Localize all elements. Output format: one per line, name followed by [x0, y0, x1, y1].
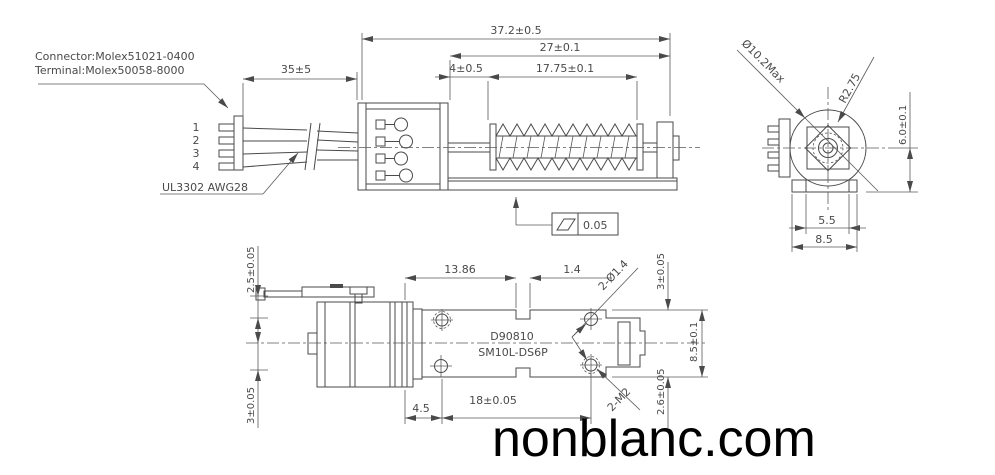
connector-note-line2: Terminal:Molex50058-8000 — [34, 64, 185, 77]
dim-through-holes: 2-Ø1.4 — [596, 257, 631, 293]
dim-wire-length: 35±5 — [281, 63, 311, 76]
dim-hole-pitch: 18±0.05 — [469, 394, 517, 407]
bottom-view-top-dimensions: 13.86 1.4 — [404, 263, 612, 308]
dim-body-diameter: Ø10.2Max — [739, 37, 788, 86]
dim-bottom-offset: 2.6±0.05 — [656, 368, 667, 415]
flatness-symbol-icon — [556, 218, 576, 231]
flatness-callout: 0.05 — [513, 197, 619, 236]
wire-spec-note: UL3302 AWG28 — [160, 152, 299, 195]
bottom-view: D90810 SM10L-DS6P 2-Ø1.4 2-M2 13.86 1.4 — [246, 246, 708, 428]
side-view-dimensions: 37.2±0.5 27±0.1 4±0.5 17.75±0.1 35±5 — [242, 24, 671, 120]
wire-spec-label: UL3302 AWG28 — [162, 181, 248, 194]
worm-shaft — [448, 121, 680, 179]
model-number: D90810 — [490, 330, 533, 343]
watermark-text: nonblanc.com — [492, 410, 816, 468]
pin-2-label: 2 — [193, 134, 200, 147]
model-name: SM10L-DS6P — [478, 346, 548, 359]
bracket-plate-bottom — [421, 309, 646, 378]
bracket-plate-side — [447, 177, 678, 191]
end-view: Ø10.2Max R2.75 6.0±0.1 5.5 8.5 — [736, 37, 918, 252]
dim-shaft-assembly: 27±0.1 — [540, 41, 581, 54]
dim-base-inner-width: 5.5 — [818, 214, 836, 227]
flatness-value: 0.05 — [583, 219, 608, 232]
lead-wires — [242, 122, 359, 171]
bottom-view-bottom-dimensions: 4.5 18±0.05 — [404, 374, 592, 424]
hole-tapped-top-left — [431, 309, 453, 331]
mounting-holes — [430, 308, 602, 377]
dim-body-length: 13.86 — [444, 263, 476, 276]
dim-corner-radius: R2.75 — [836, 71, 863, 105]
dim-overall-length: 37.2±0.5 — [490, 24, 541, 37]
motor-body-bottom — [307, 301, 423, 388]
dim-worm-offset: 4±0.5 — [449, 62, 483, 75]
hole-through-top-right — [580, 308, 602, 330]
dim-base-outer-width: 8.5 — [815, 233, 833, 246]
connector-note-leader — [38, 83, 229, 109]
bottom-view-right-dimensions: 8.5±0.1 3±0.05 2.6±0.05 — [612, 253, 708, 428]
hole-through-bottom-left — [430, 355, 452, 377]
connector-note-line1: Connector:Molex51021-0400 — [35, 50, 195, 63]
dim-bracket-width: 8.5±0.1 — [689, 322, 700, 362]
pin-4-label: 4 — [193, 160, 200, 173]
end-bearing-boss — [672, 135, 680, 161]
dim-worm-length: 17.75±0.1 — [536, 62, 594, 75]
side-view: 1 2 3 4 UL3302 AWG28 — [160, 24, 700, 236]
dim-plate-offset: 2.5±0.05 — [246, 246, 257, 293]
pin-1-label: 1 — [193, 121, 200, 134]
pin-3-label: 3 — [193, 147, 200, 160]
dim-edge-offset: 3±0.05 — [656, 253, 667, 290]
motor-body-side — [357, 102, 449, 191]
end-support-plate — [656, 121, 674, 179]
dim-center-hole-offset: 3±0.05 — [246, 387, 257, 424]
dim-slot-width: 1.4 — [563, 263, 581, 276]
flex-cable — [255, 284, 375, 304]
connector-note: Connector:Molex51021-0400 Terminal:Molex… — [34, 50, 229, 109]
pin-number-labels: 1 2 3 4 — [193, 121, 200, 173]
dim-hole-lead: 4.5 — [412, 402, 430, 415]
connector-housing — [218, 115, 244, 171]
worm-thread-lines — [498, 135, 630, 159]
dim-shaft-height: 6.0±0.1 — [898, 105, 909, 145]
motor-terminals — [375, 117, 413, 183]
mounting-base — [791, 179, 858, 193]
bottom-view-left-dimensions: 2.5±0.05 3±0.05 — [246, 246, 268, 428]
hole-tapped-bottom-right — [580, 354, 602, 376]
end-view-dimensions: Ø10.2Max R2.75 6.0±0.1 5.5 8.5 — [736, 37, 918, 252]
